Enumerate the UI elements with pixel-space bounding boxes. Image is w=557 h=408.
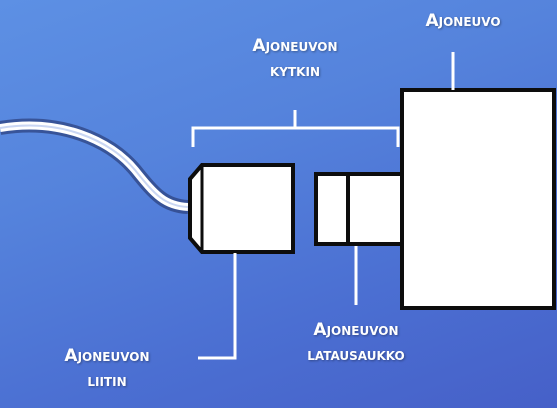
- vehicle-connector-label: Ajoneuvon liitin: [22, 348, 192, 390]
- vehicle-coupler-label-line1: Ajoneuvon: [252, 36, 338, 56]
- vehicle-inlet-label: Ajoneuvon latausaukko: [266, 322, 446, 364]
- vehicle-coupler-label: Ajoneuvon kytkin: [210, 38, 380, 80]
- vehicle-inlet-label-line1: Ajoneuvon: [313, 320, 399, 340]
- vehicle-body: [400, 88, 556, 310]
- vehicle-inlet-label-line2: latausaukko: [307, 345, 405, 365]
- vehicle-connector-leader-line: [198, 253, 237, 360]
- vehicle-label-text: Ajoneuvo: [425, 11, 501, 31]
- vehicle-coupler-bracket: [191, 126, 400, 147]
- vehicle-inlet-body: [346, 172, 408, 246]
- vehicle-connector-label-line1: Ajoneuvon: [64, 346, 150, 366]
- vehicle-connector-plug: [188, 163, 295, 254]
- charging-cable: [0, 121, 189, 211]
- vehicle-label: Ajoneuvo: [399, 13, 527, 30]
- vehicle-inlet-flange: [314, 172, 350, 246]
- vehicle-coupler-label-line2: kytkin: [270, 61, 320, 81]
- vehicle-connector-label-line2: liitin: [87, 371, 127, 391]
- charging-cable-core: [0, 124, 189, 208]
